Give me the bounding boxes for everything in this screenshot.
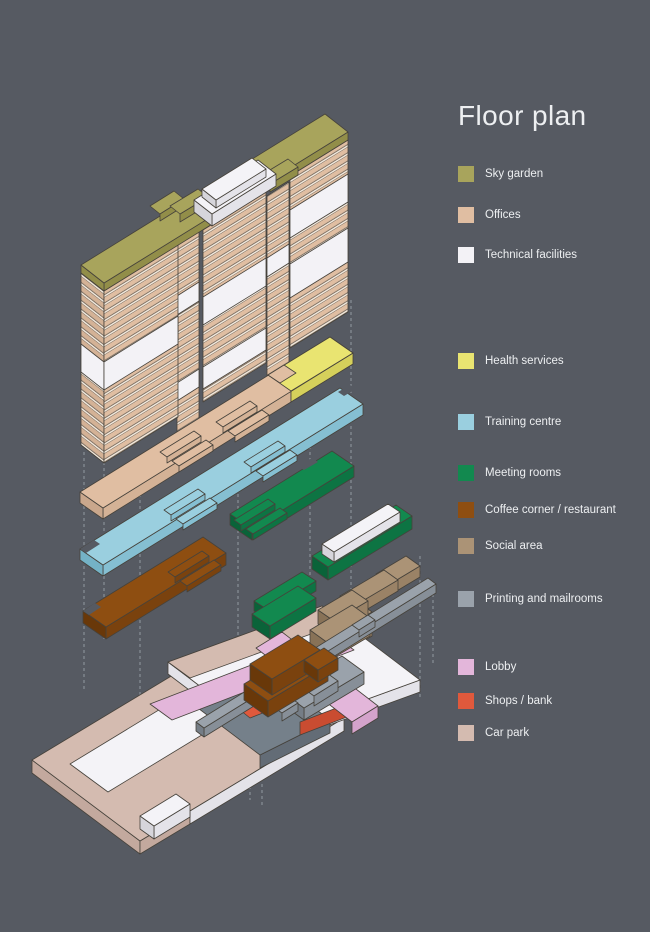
meeting-core-bar-front	[252, 512, 288, 541]
meeting-core-bar-front	[240, 503, 276, 532]
segment-2-technical-band	[202, 257, 267, 326]
coffee-corner-boxes	[243, 634, 339, 718]
core-b-technical-band	[266, 243, 290, 278]
health-area-notch	[267, 364, 297, 384]
office-tower	[80, 113, 349, 467]
training-plate-notch	[80, 540, 100, 553]
penthouse-upper-top	[201, 157, 267, 201]
legend-label: Car park	[485, 727, 530, 739]
car-park-swatch	[458, 725, 474, 741]
legend-label: Coffee corner / restaurant	[485, 504, 616, 516]
segment-3-technical-band	[289, 173, 349, 239]
segment-1-technical-band	[103, 315, 179, 391]
legend-label: Shops / bank	[485, 695, 553, 707]
printing-mailrooms-swatch	[458, 591, 474, 607]
printing-bump-front	[358, 619, 376, 638]
training-plate-notch	[338, 385, 356, 396]
training-core-bar-front	[170, 493, 206, 522]
training-core-bar-front	[250, 445, 286, 474]
legend-label: Printing and mailrooms	[485, 593, 603, 605]
lobby-swatch	[458, 659, 474, 675]
legend-label: Lobby	[485, 661, 517, 673]
training-centre-swatch	[458, 414, 474, 430]
ground-social-box-top	[317, 589, 369, 622]
meeting-rooms-bar	[311, 503, 413, 581]
training-plate	[79, 385, 364, 577]
printing-box-front	[313, 680, 339, 707]
sky-garden-swatch	[458, 166, 474, 182]
legend-label: Health services	[485, 355, 564, 367]
offices-core-bar-front	[166, 435, 202, 464]
segment-3-technical-band	[289, 227, 349, 299]
shops-bank-swatch	[458, 693, 474, 709]
coffee-core-bar-front	[186, 564, 222, 593]
legend-label: Meeting rooms	[485, 467, 562, 479]
legend-label: Social area	[485, 540, 543, 552]
coffee-plate-notch	[83, 603, 101, 615]
coffee-plate	[82, 536, 227, 640]
legend-label: Technical facilities	[485, 249, 578, 261]
training-plate-top	[79, 387, 364, 566]
technical-facilities-swatch	[458, 247, 474, 263]
offices-core-bar-front	[234, 414, 270, 443]
legend-label: Sky garden	[485, 168, 544, 180]
social-area-swatch	[458, 538, 474, 554]
coffee-corner-swatch	[458, 502, 474, 518]
meeting-rooms-swatch	[458, 465, 474, 481]
segment-2-technical-band	[202, 327, 267, 390]
carpark-tab-top	[139, 793, 191, 827]
health-services-swatch	[458, 353, 474, 369]
offices-plate	[79, 336, 354, 520]
meeting-plate-notch	[298, 458, 318, 470]
legend-label: Training centre	[485, 416, 562, 428]
training-core-bar-front	[262, 454, 298, 483]
offices-swatch	[458, 207, 474, 223]
ground-meeting-box-top	[251, 585, 317, 627]
technical-bar-top	[321, 503, 401, 553]
offices-core-bar-front	[178, 444, 214, 473]
training-core-bar-front	[182, 502, 218, 531]
coffee-core-bar-front	[174, 555, 210, 584]
lobby-edge	[351, 705, 379, 735]
offices-core-bar-front	[222, 405, 258, 434]
page-title: Floor plan	[458, 100, 587, 131]
meeting-rooms-plate	[229, 450, 355, 541]
legend-label: Offices	[485, 209, 521, 221]
printing-piece-front	[281, 702, 299, 722]
coffee-small-box-top	[303, 647, 339, 671]
